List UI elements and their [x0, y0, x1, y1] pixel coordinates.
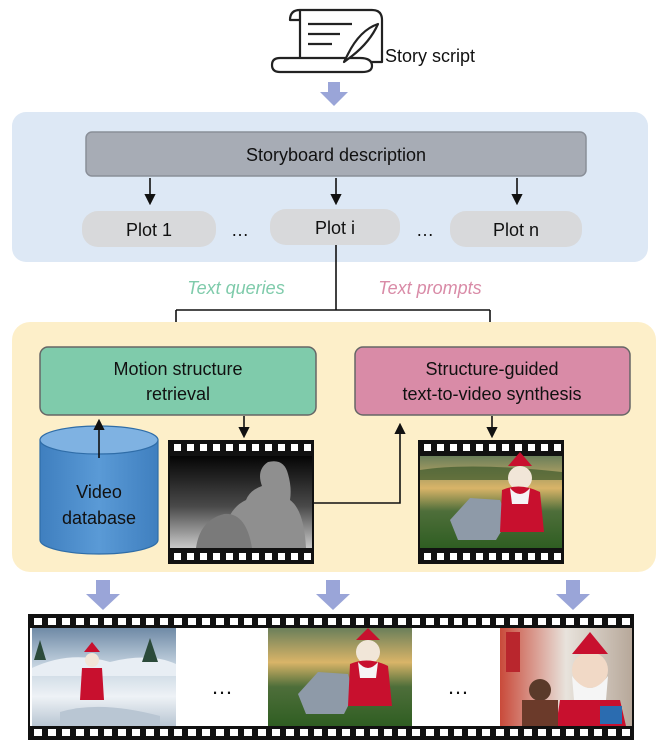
text-queries-label: Text queries: [187, 278, 284, 298]
plot-ellipsis-right: …: [416, 220, 434, 240]
output-frame-n: [500, 628, 632, 726]
video-database-line1: Video: [76, 482, 122, 502]
synthesized-frame-film-strip: [418, 440, 564, 564]
retrieval-title-line2: retrieval: [146, 384, 210, 404]
output-ellipsis-right: …: [447, 674, 469, 699]
motion-structure-retrieval-box: [39, 346, 317, 416]
flow-arrow-icon: [320, 82, 348, 106]
retrieval-title-line1: Motion structure: [113, 359, 242, 379]
storyboard-description-label: Storyboard description: [246, 145, 426, 165]
plot-n-pill: [450, 211, 582, 247]
film-sprocket-holes: [174, 444, 311, 560]
video-database-line2: database: [62, 508, 136, 528]
flow-arrow-icon: [316, 580, 350, 610]
plot-n-label: Plot n: [493, 220, 539, 240]
plot-i-label: Plot i: [315, 218, 355, 238]
story-script-scroll-icon: [270, 8, 384, 74]
output-ellipsis-left: …: [211, 674, 233, 699]
output-frame-1: [32, 628, 176, 726]
text-prompts-label: Text prompts: [378, 278, 481, 298]
output-frame-i: [268, 628, 412, 726]
depth-map-film-strip: [168, 440, 314, 564]
synthesis-title-line2: text-to-video synthesis: [402, 384, 581, 404]
output-film-strip: … …: [28, 614, 634, 740]
plot-1-label: Plot 1: [126, 220, 172, 240]
synthesis-title-line1: Structure-guided: [425, 359, 558, 379]
storyboard-description-box: [85, 131, 587, 177]
film-sprocket-holes: [34, 618, 630, 736]
flow-arrow-icon: [556, 580, 590, 610]
plot-ellipsis-left: …: [231, 220, 249, 240]
plot-i-pill: [270, 209, 400, 245]
flow-arrow-icon: [86, 580, 120, 610]
structure-guided-synthesis-box: [354, 346, 631, 416]
film-sprocket-holes: [424, 444, 561, 560]
plot-1-pill: [82, 211, 216, 247]
structure-to-synthesis-arrow: [314, 422, 406, 504]
story-script-label: Story script: [385, 46, 475, 66]
